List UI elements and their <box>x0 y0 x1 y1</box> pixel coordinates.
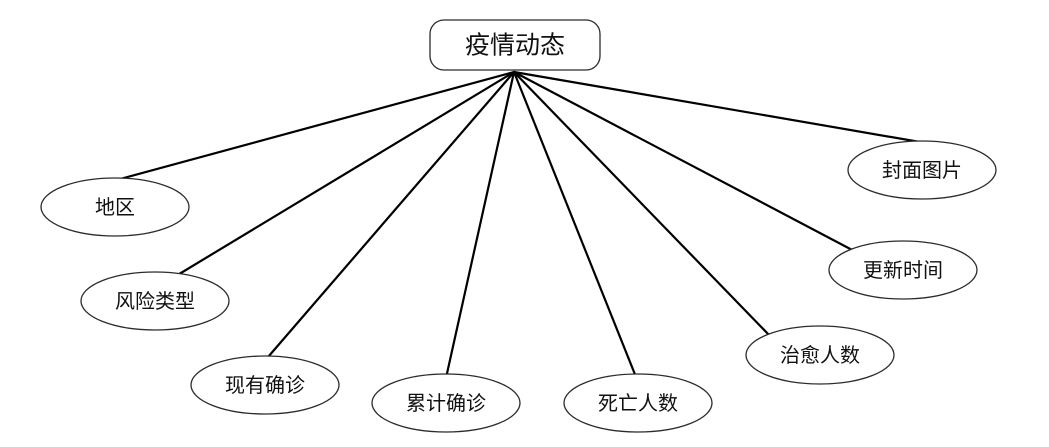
attribute-label: 治愈人数 <box>780 343 860 367</box>
attribute-update-time: 更新时间 <box>828 240 978 300</box>
edge-deaths <box>512 70 638 379</box>
attribute-label: 死亡人数 <box>598 391 678 415</box>
entity-label: 疫情动态 <box>465 31 565 60</box>
attribute-label: 累计确诊 <box>406 391 486 415</box>
attribute-recovered: 治愈人数 <box>745 325 895 385</box>
edge-region <box>118 70 516 181</box>
edge-cumulative <box>444 70 516 380</box>
attribute-label: 现有确诊 <box>225 373 305 397</box>
attribute-label: 地区 <box>95 195 135 219</box>
edge-updated <box>512 70 858 254</box>
attribute-deaths: 死亡人数 <box>563 373 713 433</box>
attribute-label: 风险类型 <box>115 289 195 313</box>
attribute-risk-type: 风险类型 <box>80 271 230 331</box>
connectors <box>118 70 922 380</box>
edge-current <box>260 70 516 366</box>
attribute-region: 地区 <box>40 177 190 237</box>
edge-cover-image <box>512 70 922 144</box>
edge-recovered <box>512 70 772 338</box>
attribute-label: 封面图片 <box>882 158 962 182</box>
attribute-cumulative-confirmed: 累计确诊 <box>371 373 521 433</box>
attribute-cover-image: 封面图片 <box>847 140 997 200</box>
entity-epidemic-news: 疫情动态 <box>429 19 601 71</box>
edge-risk-type <box>164 70 516 284</box>
attribute-label: 更新时间 <box>863 258 943 282</box>
attribute-current-confirmed: 现有确诊 <box>190 355 340 415</box>
